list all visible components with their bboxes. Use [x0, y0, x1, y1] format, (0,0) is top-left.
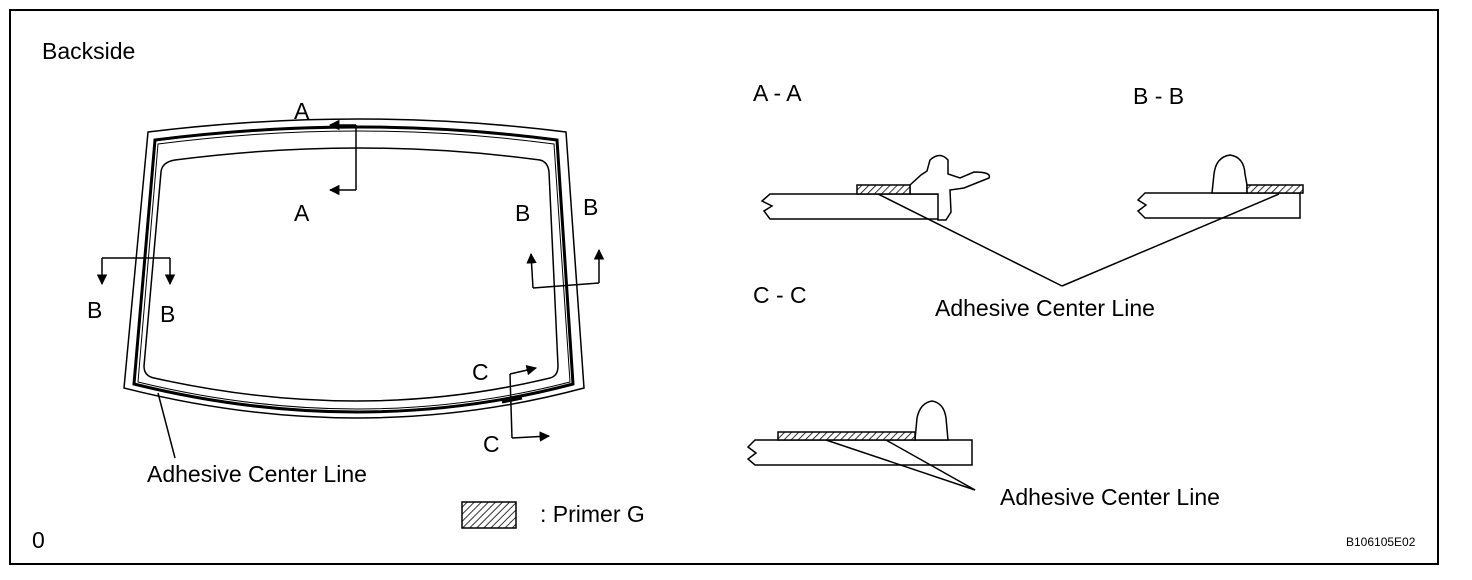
section-bb-title: B - B — [1133, 83, 1184, 109]
figure-code: B106105E02 — [1346, 535, 1416, 549]
section-bb-profile — [1136, 154, 1304, 219]
section-b-left-label-inner: B — [160, 301, 175, 327]
section-cc-title: C - C — [753, 282, 807, 308]
windshield-callout-label: Adhesive Center Line — [147, 461, 367, 487]
backside-title: Backside — [42, 38, 135, 64]
section-b-left-label-outer: B — [87, 297, 102, 323]
section-c-label-upper: C — [472, 359, 489, 385]
section-a-marker — [328, 119, 357, 196]
section-c-label-lower: C — [483, 431, 500, 457]
footer-left-mark: 0 — [32, 527, 45, 553]
section-a-label-bottom: A — [294, 200, 310, 226]
section-b-right-marker — [526, 248, 605, 289]
cc-adhesive-label: Adhesive Center Line — [1000, 484, 1220, 510]
section-c-marker — [501, 365, 551, 442]
section-a-label-top: A — [294, 98, 310, 124]
windshield-glass — [123, 118, 585, 419]
figure-frame — [9, 9, 1439, 565]
shared-adhesive-label: Adhesive Center Line — [935, 295, 1155, 321]
section-cc-profile — [746, 400, 973, 466]
section-b-right-label-inner: B — [515, 200, 530, 226]
section-b-right-label-outer: B — [583, 194, 598, 220]
section-aa-title: A - A — [753, 80, 802, 106]
shared-adhesive-leader — [877, 193, 1280, 287]
section-b-left-marker — [96, 257, 176, 286]
section-aa-profile — [760, 154, 991, 221]
cc-adhesive-leader — [825, 439, 976, 491]
primer-g-swatch — [461, 501, 517, 529]
primer-g-label: : Primer G — [540, 501, 645, 527]
windshield-callout-leader — [157, 392, 176, 459]
